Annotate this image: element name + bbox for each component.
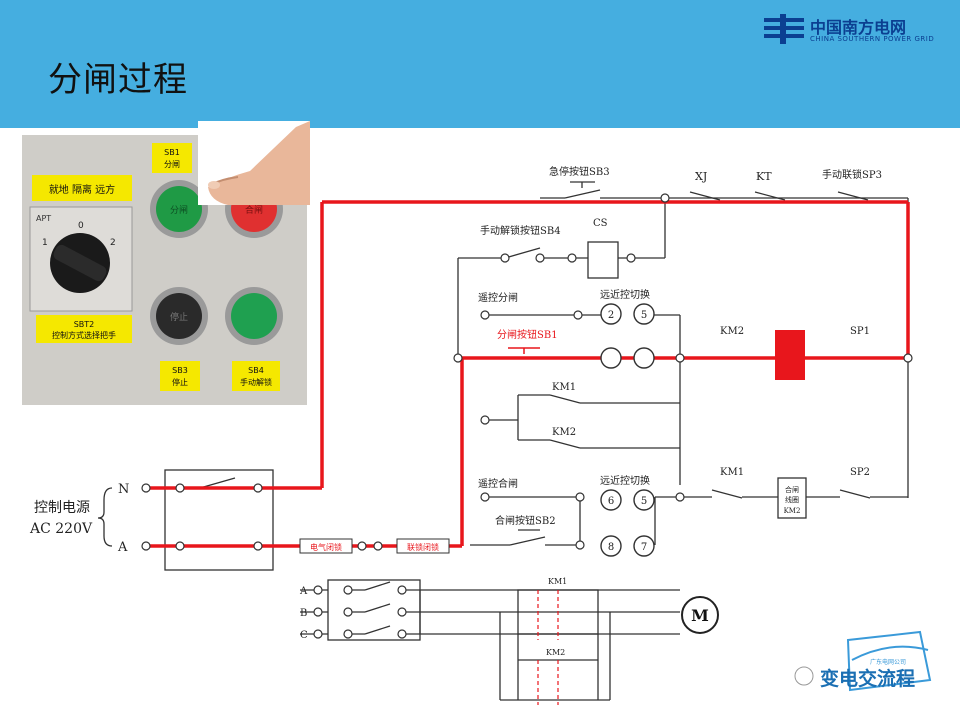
position-2-label: 2 <box>110 238 116 248</box>
km2-top-label: KM2 <box>720 326 744 337</box>
sb3-label-plate <box>160 361 200 391</box>
phase-c-label: C <box>300 630 308 641</box>
motor-km1-label: KM1 <box>548 577 567 586</box>
km1-bot-label: KM1 <box>720 467 744 478</box>
svg-text:停止: 停止 <box>170 311 188 323</box>
watermark-logo-icon: 广东电网公司 <box>846 630 932 692</box>
svg-text:SB3: SB3 <box>172 366 188 375</box>
svg-text:停止: 停止 <box>172 377 188 387</box>
svg-text:2: 2 <box>608 310 614 321</box>
unlock-button[interactable] <box>231 293 277 339</box>
sbt2-label-plate <box>36 315 132 343</box>
stop-button[interactable] <box>156 293 202 339</box>
power-label: 控制电源 <box>34 500 90 516</box>
close-coil-label-3: KM2 <box>784 507 801 515</box>
xj-label: XJ <box>695 170 707 183</box>
svg-text:合闸: 合闸 <box>245 204 263 216</box>
remote-close-label: 遥控合闸 <box>478 477 518 490</box>
svg-text:分闸: 分闸 <box>164 160 180 169</box>
control-panel-photo: 就地 隔离 远方 APT 0 1 2 SBT2 控制方式选择把手 SB1 分闸 … <box>22 135 307 405</box>
sp1-label: SP1 <box>850 326 870 337</box>
sb1-label: 分闸按钮SB1 <box>497 328 558 341</box>
logo-text-cn: 中国南方电网 <box>810 18 907 37</box>
switch-contact-5-top <box>633 303 655 325</box>
close-coil-label-1: 合闸 <box>785 485 799 494</box>
svg-text:SBT2: SBT2 <box>74 320 95 329</box>
motor-km2-label: KM2 <box>546 648 565 657</box>
motor-label: M <box>691 606 709 625</box>
cs-label: CS <box>593 218 608 229</box>
svg-text:7: 7 <box>641 542 647 553</box>
company-logo: 中国南方电网 CHINA SOUTHERN POWER GRID <box>762 12 952 46</box>
a-terminal-label: A <box>117 540 128 555</box>
km1-mid-label: KM1 <box>552 382 576 393</box>
mode-label: 就地 隔离 远方 <box>49 183 115 196</box>
logo-text-en: CHINA SOUTHERN POWER GRID <box>810 35 935 43</box>
position-1-label: 1 <box>42 238 48 248</box>
svg-text:8: 8 <box>608 542 614 553</box>
pointing-hand-image <box>198 121 310 205</box>
switch-contact-7 <box>633 535 655 557</box>
svg-text:5: 5 <box>641 310 647 321</box>
wechat-icon <box>794 666 814 686</box>
sb4-label: 手动解锁按钮SB4 <box>480 224 561 237</box>
switch-contact-5 <box>633 489 655 511</box>
pointing-hand-icon <box>208 121 310 205</box>
phase-b-label: B <box>300 608 307 619</box>
watermark-logo-text: 广东电网公司 <box>870 658 906 666</box>
kt-label: KT <box>756 170 772 183</box>
km2-mid-label: KM2 <box>552 427 576 438</box>
apt-label: APT <box>36 214 51 223</box>
sp3-label: 手动联锁SP3 <box>822 168 882 181</box>
svg-text:5: 5 <box>641 496 647 507</box>
svg-text:SB1: SB1 <box>164 148 180 157</box>
switch-top-label: 远近控切换 <box>600 288 650 301</box>
sb3-label: 急停按钮SB3 <box>549 165 610 178</box>
sb2-label: 合闸按钮SB2 <box>495 514 556 527</box>
km1-coil-energized <box>775 330 805 380</box>
svg-text:6: 6 <box>608 496 614 507</box>
switch-contact-2 <box>600 303 622 325</box>
svg-text:手动解锁: 手动解锁 <box>240 377 272 387</box>
switch-contact-6 <box>600 489 622 511</box>
switch-contact-8 <box>600 535 622 557</box>
page-title: 分闸过程 <box>48 60 188 100</box>
close-coil-label-2: 线圈 <box>785 495 799 504</box>
fuse2-label: 联锁闭锁 <box>407 542 439 552</box>
power-grid-logo-icon <box>764 14 804 44</box>
svg-text:控制方式选择把手: 控制方式选择把手 <box>52 330 116 340</box>
mode-label-plate <box>32 175 132 201</box>
switch-bot-label: 远近控切换 <box>600 474 650 487</box>
svg-text:分闸: 分闸 <box>170 205 188 216</box>
ac-label: AC 220V <box>29 521 93 537</box>
phase-a-label: A <box>299 586 308 597</box>
sp2-label: SP2 <box>850 467 870 478</box>
watermark-text: 变电交流程 <box>820 668 916 690</box>
remote-open-label: 遥控分闸 <box>478 291 518 304</box>
svg-text:SB4: SB4 <box>248 366 264 375</box>
open-button[interactable] <box>156 186 202 232</box>
sb4-label-plate <box>232 361 280 391</box>
fuse1-label: 电气闭锁 <box>310 542 342 552</box>
n-terminal-label: N <box>118 482 129 497</box>
sb1-label-plate <box>152 143 192 173</box>
position-0-label: 0 <box>78 221 84 231</box>
